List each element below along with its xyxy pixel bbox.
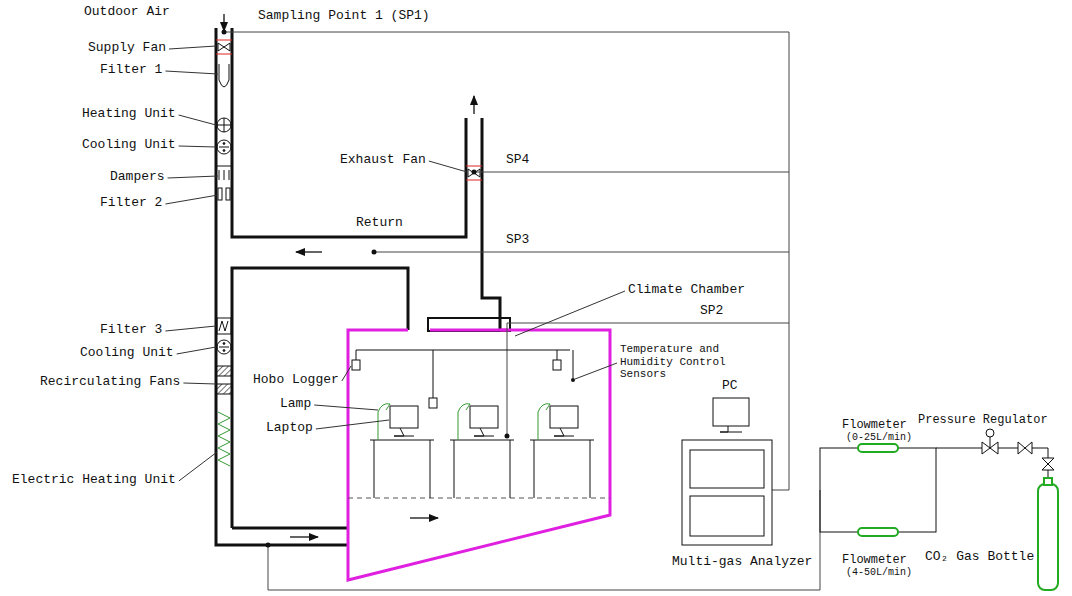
leader-line	[429, 161, 467, 172]
part-label: Hobo Logger	[253, 373, 339, 388]
part-label: Exhaust Fan	[340, 153, 426, 168]
leader-lines	[165, 46, 625, 481]
leader-line	[169, 46, 216, 49]
part-label: Supply Fan	[88, 41, 166, 56]
part-label: Multi-gas Analyzer	[672, 555, 812, 570]
part-label: Climate Chamber	[628, 283, 745, 298]
part-label: Electric Heating Unit	[12, 473, 176, 488]
leader-line	[168, 176, 218, 178]
part-label: Pressure Regulator	[918, 414, 1048, 428]
leader-line	[179, 146, 216, 147]
leader-line	[165, 71, 218, 74]
part-label: Recirculating Fans	[40, 375, 180, 390]
part-label: Heating Unit	[82, 107, 176, 122]
part-label: Flowmeter	[842, 554, 907, 568]
part-label: Outdoor Air	[84, 5, 170, 20]
sampling-lines	[224, 32, 820, 590]
part-label: Cooling Unit	[80, 346, 174, 361]
flow-arrows	[224, 14, 474, 537]
part-label: (0-25L/min)	[846, 432, 912, 444]
leader-line	[165, 195, 218, 204]
part-label: Temperature and Humidity Control Sensors	[620, 343, 770, 381]
part-label: PC	[722, 379, 738, 394]
leader-line	[165, 326, 216, 331]
leader-line	[179, 115, 216, 125]
climate-chamber-outline	[348, 330, 610, 580]
part-label: Lamp	[280, 397, 311, 412]
part-label: (4-50L/min)	[846, 567, 912, 579]
part-label: SP4	[506, 153, 529, 168]
part-label: Filter 1	[100, 63, 162, 78]
part-label: Return	[356, 216, 403, 231]
leader-line	[342, 366, 351, 381]
duct-components	[216, 40, 482, 466]
leader-line	[314, 405, 378, 410]
part-label: SP3	[506, 233, 529, 248]
diffuser	[428, 318, 510, 331]
raised-floor	[348, 498, 610, 499]
leader-line	[177, 347, 216, 354]
gas-supply-rig	[820, 429, 1054, 532]
desk-lamps	[378, 404, 550, 440]
part-label: Dampers	[110, 170, 165, 185]
part-label: Laptop	[266, 421, 313, 436]
sampling-points	[222, 30, 576, 548]
leader-line	[515, 291, 625, 336]
workstations	[352, 350, 594, 498]
part-label: SP2	[700, 304, 723, 319]
part-label: CO₂ Gas Bottle	[925, 550, 1034, 565]
leader-line	[316, 420, 389, 429]
part-label: Filter 2	[100, 196, 162, 211]
part-label: Sampling Point 1 (SP1)	[258, 9, 430, 24]
part-label: Filter 3	[100, 323, 162, 338]
part-label: Cooling Unit	[82, 138, 176, 153]
leader-line	[179, 452, 217, 481]
leader-line	[183, 383, 216, 384]
leader-line	[575, 363, 617, 379]
duct-walls	[216, 28, 500, 545]
part-label: Flowmeter	[842, 419, 907, 433]
pc-and-analyzer	[682, 398, 772, 545]
